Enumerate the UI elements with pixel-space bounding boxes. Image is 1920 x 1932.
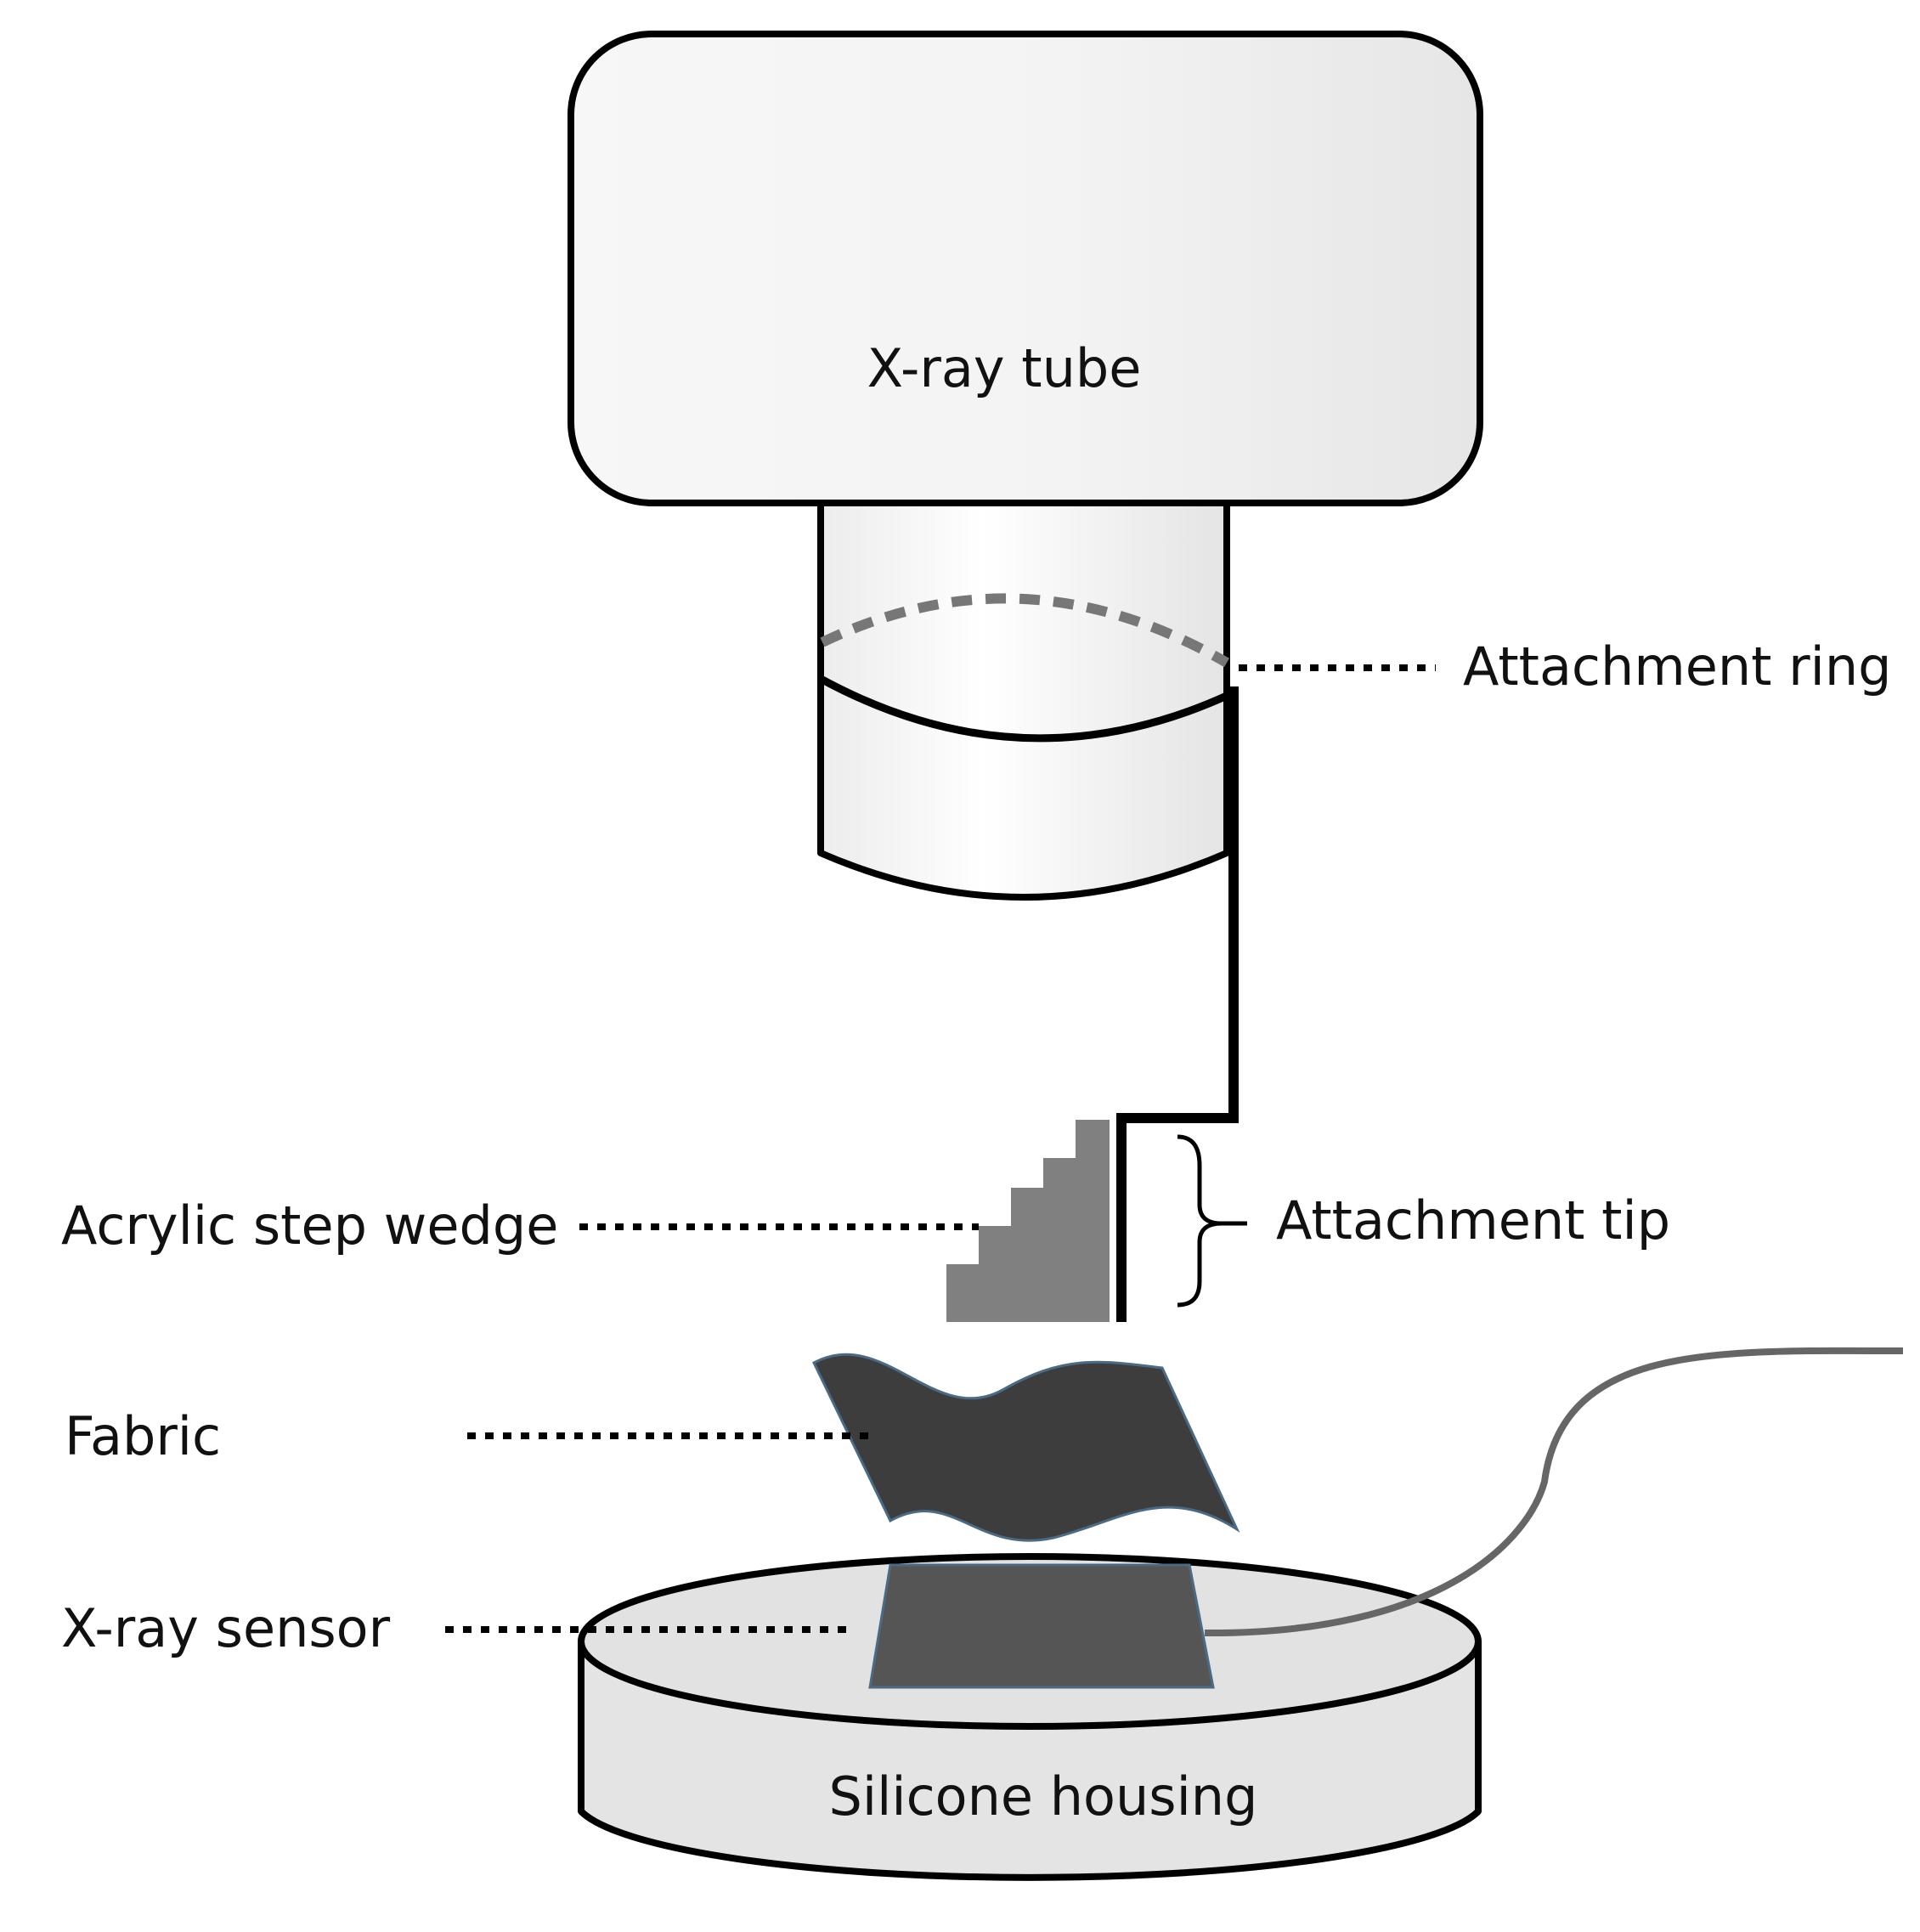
fabric: [812, 1353, 1240, 1542]
xray-tube: X-ray tube: [568, 31, 1483, 506]
silicone-housing-label: Silicone housing: [829, 1765, 1258, 1827]
attachment-tip-label: Attachment tip: [1276, 1189, 1670, 1251]
xray-tube-label: X-ray tube: [867, 337, 1142, 399]
attachment-arm: [1116, 686, 1239, 1322]
collimator-cylinder: [817, 500, 1230, 901]
cylinder-body: [817, 500, 1230, 901]
silicone-housing: Silicone housing: [578, 1553, 1482, 1881]
attachment-tip-brace: [1177, 1134, 1223, 1308]
xray-sensor-label: X-ray sensor: [61, 1597, 391, 1659]
fabric-label: Fabric: [65, 1405, 221, 1467]
xray-tube-body: [568, 31, 1483, 506]
attachment-ring-label: Attachment ring: [1463, 636, 1892, 698]
acrylic-step-wedge-label: Acrylic step wedge: [61, 1195, 558, 1257]
sensor-cable: [1204, 1347, 1904, 1637]
attachment-ring-lower-edge: [820, 676, 1230, 743]
acrylic-step-wedge: [946, 1120, 1110, 1322]
xray-sensor: [868, 1563, 1215, 1689]
attachment-ring-upper-edge: [820, 593, 1229, 668]
